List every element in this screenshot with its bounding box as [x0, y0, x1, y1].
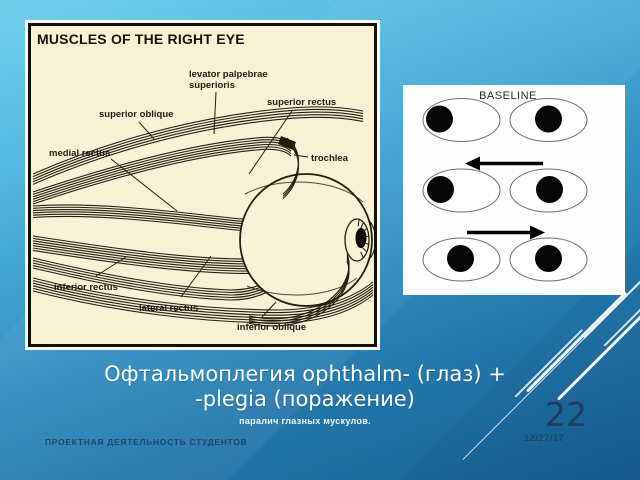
- diagram-label: medial rectus: [49, 148, 110, 159]
- decor-line: [556, 313, 640, 401]
- figure-title: MUSCLES OF THE RIGHT EYE: [37, 31, 245, 47]
- slide-date: 12/27/17: [524, 433, 565, 444]
- baseline-gaze-figure: BASELINE: [403, 85, 625, 295]
- diagram-label: levator palpebrae: [189, 69, 268, 80]
- diagram-label: superior oblique: [99, 109, 173, 120]
- footer-text: ПРОЕКТНАЯ ДЕЯТЕЛЬНОСТЬ СТУДЕНТОВ: [45, 437, 248, 447]
- page-number: 22: [545, 395, 587, 434]
- diagram-label: trochlea: [311, 153, 349, 164]
- diagram-label: lateral rectus: [139, 303, 198, 314]
- slide-title-line2: -plegia (поражение): [195, 387, 415, 411]
- diagram-label: superioris: [189, 80, 235, 91]
- baseline-label: BASELINE: [479, 90, 537, 102]
- diagram-label: inferior rectus: [54, 282, 118, 293]
- diagram-label: superior rectus: [267, 97, 336, 108]
- slide-subtitle: паралич глазных мускулов.: [239, 416, 371, 426]
- baseline-gaze-diagram: BASELINE: [422, 90, 588, 282]
- diagram-label: inferior oblique: [237, 322, 306, 333]
- slide-title-line1: Офтальмоплегия ophthalm- (глаз) +: [104, 362, 506, 386]
- slide-title: Офтальмоплегия ophthalm- (глаз) + -plegi…: [50, 362, 560, 426]
